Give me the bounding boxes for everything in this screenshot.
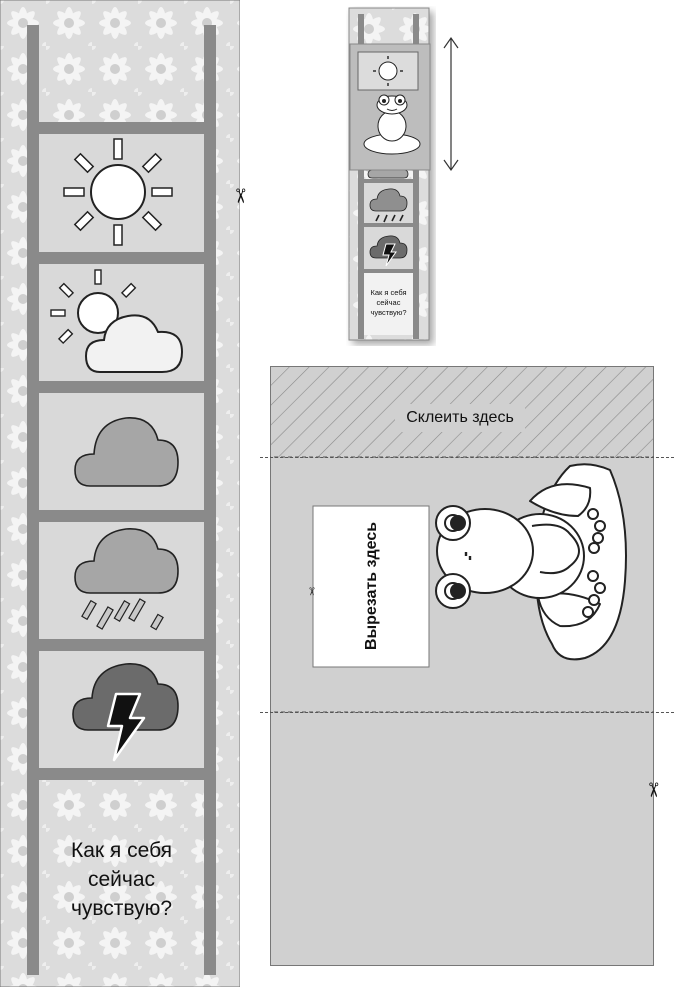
mood-question-line: сейчас (87, 868, 156, 891)
preview-question: Как я себя сейчас чувствую? (364, 288, 413, 318)
fold-line (260, 457, 674, 458)
slider-panel-art (270, 366, 654, 966)
cloud-icon (74, 417, 179, 487)
sun-icon (63, 138, 173, 246)
preview-question-line: чувствую? (370, 308, 407, 317)
mood-question-line: Как я себя (70, 839, 173, 862)
cut-label: Вырезать здесь (363, 521, 380, 651)
slide-arrow-icon (443, 36, 459, 172)
scissors-icon: ✂ (228, 187, 253, 205)
mood-question-line: чувствую? (70, 897, 173, 920)
weather-strip: Как я себя сейчас чувствую? (0, 0, 240, 987)
preview-art (348, 7, 431, 341)
glue-label: Склеить здесь (406, 409, 514, 426)
slider-panel: Склеить здесь Вырезать здесь (270, 366, 654, 966)
mood-question: Как я себя сейчас чувствую? (39, 836, 204, 923)
preview-question-line: сейчас (376, 298, 401, 307)
fold-line (260, 712, 674, 713)
sun-cloud-icon (50, 269, 184, 373)
frog-illustration (435, 463, 627, 661)
rain-cloud-icon (74, 528, 179, 631)
thunder-cloud-icon (72, 663, 179, 762)
preview-question-line: Как я себя (370, 288, 407, 297)
assembled-preview: Как я себя сейчас чувствую? (346, 6, 436, 346)
scissors-icon: ✂ (641, 781, 666, 799)
scissors-icon: ✂ (305, 586, 319, 597)
